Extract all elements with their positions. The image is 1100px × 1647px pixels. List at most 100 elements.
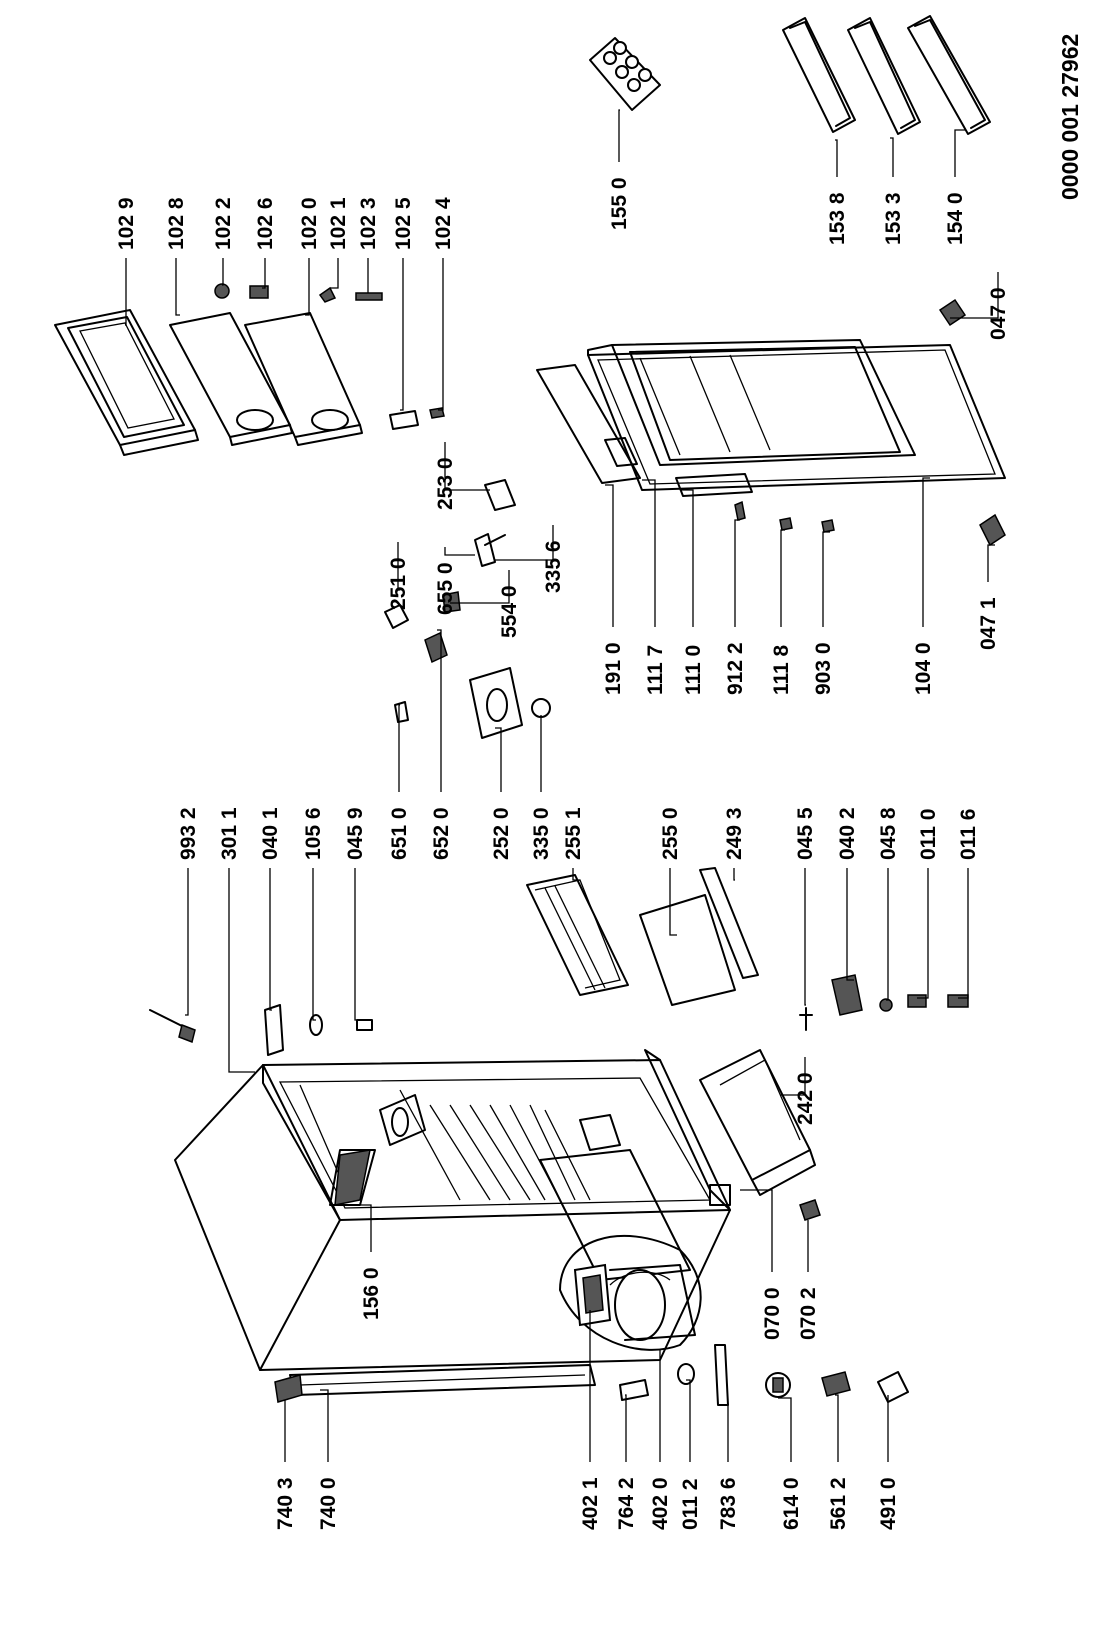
- leader-p6520: [437, 629, 442, 792]
- leader-p9122: [734, 519, 740, 627]
- part-label-p1056: 105 6: [302, 807, 325, 860]
- leader-p1029: [125, 258, 127, 326]
- part-label-p7403: 740 3: [274, 1477, 297, 1530]
- egg-tray-drawing: [589, 37, 661, 111]
- part-label-p9932: 993 2: [177, 807, 200, 860]
- part-label-p0702: 070 2: [797, 1287, 820, 1340]
- part-label-p2510: 251 0: [387, 557, 410, 610]
- part-label-p7400: 740 0: [317, 1477, 340, 1530]
- leader-p1026: [262, 258, 266, 289]
- part-label-p5540: 554 0: [498, 585, 521, 638]
- leader-p0110: [917, 868, 929, 999]
- leader-p1540: [954, 129, 965, 177]
- leader-p1021: [330, 258, 339, 289]
- leader-p0112: [686, 1379, 691, 1462]
- leader-p0459: [354, 868, 364, 1021]
- part-label-p0458: 045 8: [877, 807, 900, 860]
- leader-p7400: [320, 1389, 329, 1462]
- leader-p1910: [605, 484, 614, 627]
- freezer-shelf-frame-drawing: [54, 309, 199, 456]
- leader-p6550: [444, 547, 475, 556]
- part-label-p3011: 301 1: [218, 807, 241, 860]
- leader-p1025: [400, 258, 404, 411]
- part-label-p0401: 040 1: [259, 807, 282, 860]
- part-label-p4910: 491 0: [877, 1477, 900, 1530]
- hinge-bracket-drawing: [938, 298, 1006, 547]
- leader-p1118: [780, 529, 785, 627]
- cabinet-body-drawing: [174, 1049, 821, 1403]
- leader-p3356: [495, 525, 554, 561]
- crisper-drawer-drawing: [699, 1049, 816, 1196]
- leader-p1550: [618, 109, 620, 162]
- leader-p1020: [305, 258, 310, 316]
- leader-p7642: [625, 1394, 627, 1462]
- part-label-p1025: 102 5: [392, 197, 415, 250]
- part-label-p0110: 011 0: [917, 809, 940, 860]
- glass-shelf-2-drawing: [244, 312, 363, 446]
- part-label-p6140: 614 0: [780, 1477, 803, 1530]
- part-label-p7642: 764 2: [615, 1477, 638, 1530]
- leader-p6510: [398, 704, 400, 792]
- part-label-p0455: 045 5: [794, 807, 817, 860]
- part-label-p1029: 102 9: [115, 197, 138, 250]
- part-label-p7836: 783 6: [717, 1477, 740, 1530]
- leader-p0470: [950, 272, 999, 319]
- leader-p2493: [733, 868, 735, 881]
- leader-p0455: [804, 868, 806, 1006]
- part-label-p1023: 102 3: [357, 197, 380, 250]
- leader-p1056: [312, 868, 316, 1021]
- part-label-p0471: 047 1: [977, 597, 1000, 650]
- leader-p1022: [222, 258, 224, 286]
- leader-p5612: [835, 1394, 839, 1462]
- part-label-p2551: 255 1: [562, 807, 585, 860]
- part-label-p1026: 102 6: [254, 197, 277, 250]
- part-label-p0402: 040 2: [836, 807, 859, 860]
- compressor-drawing: [559, 1235, 702, 1351]
- part-label-p1021: 102 1: [327, 197, 350, 250]
- crisper-cover-drawing: [526, 867, 759, 1006]
- part-label-p3356: 335 6: [542, 540, 565, 593]
- part-label-p1533: 153 3: [882, 192, 905, 245]
- leader-p1024: [438, 258, 444, 411]
- leader-p1560: [355, 1204, 372, 1252]
- leader-p2510: [397, 542, 400, 591]
- part-label-p0700: 070 0: [761, 1287, 784, 1340]
- part-label-p0116: 011 6: [957, 809, 980, 860]
- part-label-p4021: 402 1: [579, 1477, 602, 1530]
- leader-p2520: [495, 727, 502, 792]
- part-label-p0470: 047 0: [987, 287, 1010, 340]
- leader-p9030: [822, 531, 830, 627]
- part-label-p2550: 255 0: [659, 807, 682, 860]
- glass-shelf-drawing: [169, 312, 293, 446]
- part-label-p5612: 561 2: [827, 1477, 850, 1530]
- part-label-p1560: 156 0: [360, 1267, 383, 1320]
- leader-lines: [125, 109, 999, 1462]
- leader-p0471: [987, 544, 995, 582]
- part-label-p1540: 154 0: [944, 192, 967, 245]
- leader-p0458: [886, 868, 889, 1001]
- leader-p1040: [922, 477, 930, 627]
- leader-p5540: [450, 570, 510, 604]
- part-label-p1910: 191 0: [602, 642, 625, 695]
- part-label-p1024: 102 4: [432, 197, 455, 250]
- small-mount-parts-drawing: [149, 1004, 373, 1056]
- part-label-p0459: 045 9: [344, 807, 367, 860]
- part-label-p1117: 111 7: [644, 645, 667, 695]
- part-label-p9030: 903 0: [812, 642, 835, 695]
- part-label-p9122: 912 2: [724, 642, 747, 695]
- fixing-screws-drawing: [799, 974, 969, 1031]
- part-label-p2530: 253 0: [434, 457, 457, 510]
- leader-p2530: [444, 442, 490, 491]
- part-label-p1020: 102 0: [298, 197, 321, 250]
- part-label-p1538: 153 8: [826, 192, 849, 245]
- part-label-p1022: 102 2: [212, 197, 235, 250]
- leader-p3011: [228, 868, 255, 1073]
- part-label-p4020: 402 0: [649, 1477, 672, 1530]
- part-label-p0112: 011 2: [679, 1479, 702, 1530]
- diagram-code: 0000 001 27962: [1057, 34, 1083, 200]
- part-label-p1118: 111 8: [770, 644, 793, 695]
- leader-p1110: [680, 489, 694, 627]
- leader-p0402: [846, 868, 854, 981]
- part-label-p6520: 652 0: [430, 807, 453, 860]
